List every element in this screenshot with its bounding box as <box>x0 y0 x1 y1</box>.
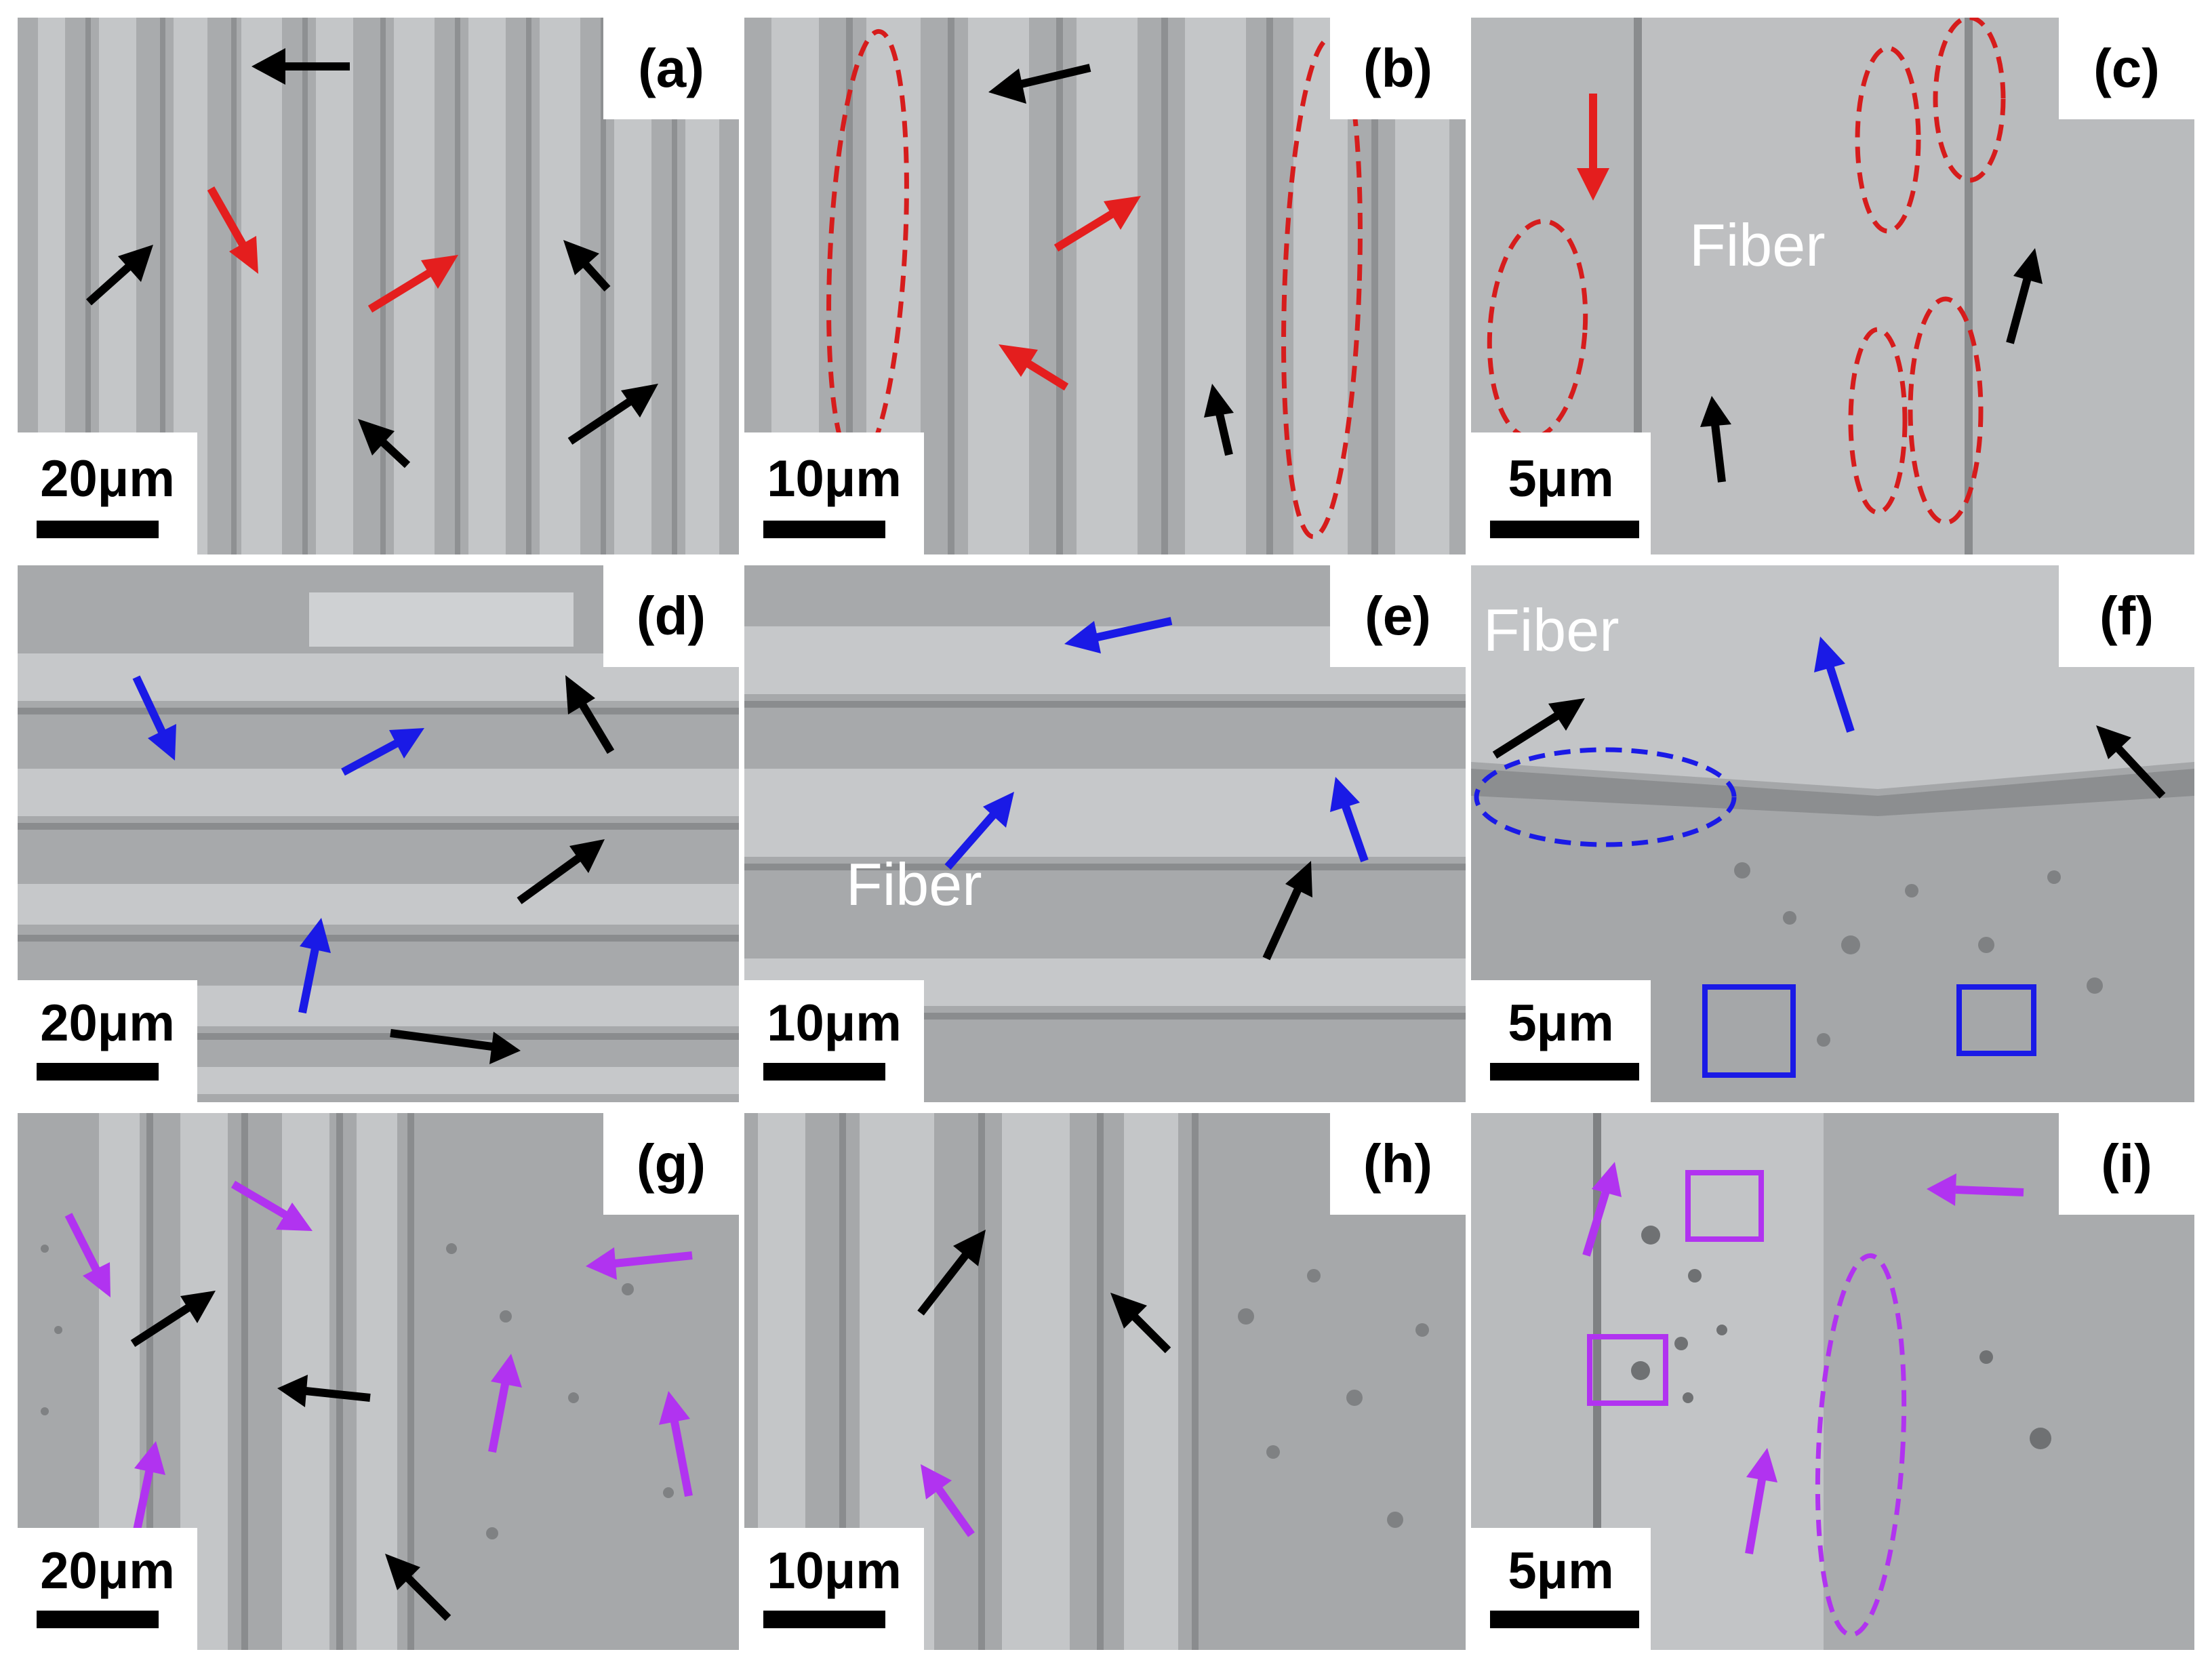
scale-bar-label-a: 20μm <box>40 450 175 508</box>
scale-bar-c: 5μm <box>1471 432 1651 554</box>
blue-squares-f <box>1702 984 2036 1078</box>
sem-panel-a: (a) 20μm <box>18 18 739 554</box>
purple-arrows-g <box>64 1180 693 1535</box>
scale-bar-line-e <box>763 1063 885 1081</box>
red-ellipses-b <box>826 28 1363 540</box>
annotations-d <box>132 675 615 1064</box>
scale-bar-label-d: 20μm <box>40 994 175 1052</box>
panel-label-a: (a) <box>603 18 739 119</box>
scale-bar-label-h: 10μm <box>767 1542 902 1600</box>
scale-bar-line-g <box>37 1611 159 1628</box>
annotations-e <box>944 617 1369 961</box>
annotations-i <box>1582 1162 2024 1638</box>
panel-label-f: (f) <box>2059 565 2194 667</box>
sem-panel-d: (d) 20μm <box>18 565 739 1102</box>
sem-panel-c: Fiber (c) 5μm <box>1471 18 2194 554</box>
annotations-g <box>64 1180 693 1621</box>
scale-bar-label-i: 5μm <box>1508 1542 1614 1600</box>
scale-bar-f: 5μm <box>1471 980 1651 1102</box>
scale-bar-d: 20μm <box>18 980 197 1102</box>
purple-ellipse-i <box>1815 1253 1907 1638</box>
panel-label-d: (d) <box>603 565 739 667</box>
annotations-b <box>826 28 1363 540</box>
sem-panel-b: (b) 10μm <box>744 18 1466 554</box>
black-arrows-g <box>130 1291 451 1621</box>
panel-label-g: (g) <box>603 1113 739 1215</box>
scale-bar-line-a <box>37 521 159 538</box>
scale-bar-line-h <box>763 1611 885 1628</box>
scale-bar-line-c <box>1490 521 1639 538</box>
panel-label-i: (i) <box>2059 1113 2194 1215</box>
scale-bar-label-g: 20μm <box>40 1542 175 1600</box>
purple-arrows-i <box>1582 1162 2024 1555</box>
black-arrows-d <box>390 675 615 1064</box>
black-arrows-e <box>1262 861 1312 961</box>
black-arrows-h <box>917 1230 1171 1354</box>
black-arrows-c <box>1700 248 2043 483</box>
scale-bar-g: 20μm <box>18 1528 197 1650</box>
scale-bar-line-b <box>763 521 885 538</box>
blue-arrows-f <box>1814 637 1855 733</box>
panel-label-b: (b) <box>1330 18 1466 119</box>
blue-arrows-e <box>944 617 1369 870</box>
sem-panel-g: (g) 20μm <box>18 1113 739 1650</box>
annotations-c <box>1487 18 2043 525</box>
sem-panel-h: (h) 10μm <box>744 1113 1466 1650</box>
purple-squares-i <box>1587 1170 1764 1406</box>
scale-bar-a: 20μm <box>18 432 197 554</box>
fiber-label-c: Fiber <box>1689 211 1826 279</box>
scale-bar-b: 10μm <box>744 432 924 554</box>
purple-arrows-h <box>921 1464 975 1537</box>
red-arrows-b <box>999 196 1141 391</box>
scale-bar-label-f: 5μm <box>1508 994 1614 1052</box>
red-arrows-c <box>1577 94 1609 201</box>
black-arrows-f <box>1492 698 2166 799</box>
black-arrows-b <box>988 64 1234 456</box>
annotations-f <box>1474 637 2166 1078</box>
scale-bar-label-e: 10μm <box>767 994 902 1052</box>
sem-panel-i: (i) 5μm <box>1471 1113 2194 1650</box>
annotations-h <box>917 1230 1171 1537</box>
panel-label-e: (e) <box>1330 565 1466 667</box>
scale-bar-label-c: 5μm <box>1508 450 1614 508</box>
blue-ellipse-f <box>1474 747 1737 847</box>
scale-bar-i: 5μm <box>1471 1528 1651 1650</box>
scale-bar-e: 10μm <box>744 980 924 1102</box>
scale-bar-line-d <box>37 1063 159 1081</box>
blue-arrows-d <box>132 675 424 1014</box>
black-arrows-a <box>86 48 658 468</box>
scale-bar-line-i <box>1490 1611 1639 1628</box>
panel-label-h: (h) <box>1330 1113 1466 1215</box>
red-arrows-a <box>207 186 458 313</box>
panel-label-c: (c) <box>2059 18 2194 119</box>
fiber-label-f: Fiber <box>1483 597 1620 664</box>
sem-panel-e: Fiber (e) 10μm <box>744 565 1466 1102</box>
fiber-label-e: Fiber <box>846 851 982 918</box>
scale-bar-label-b: 10μm <box>767 450 902 508</box>
scale-bar-line-f <box>1490 1063 1639 1081</box>
sem-panel-f: Fiber (f) 5μm <box>1471 565 2194 1102</box>
annotations-a <box>86 48 658 468</box>
scale-bar-h: 10μm <box>744 1528 924 1650</box>
red-ellipses-c <box>1487 18 2006 525</box>
